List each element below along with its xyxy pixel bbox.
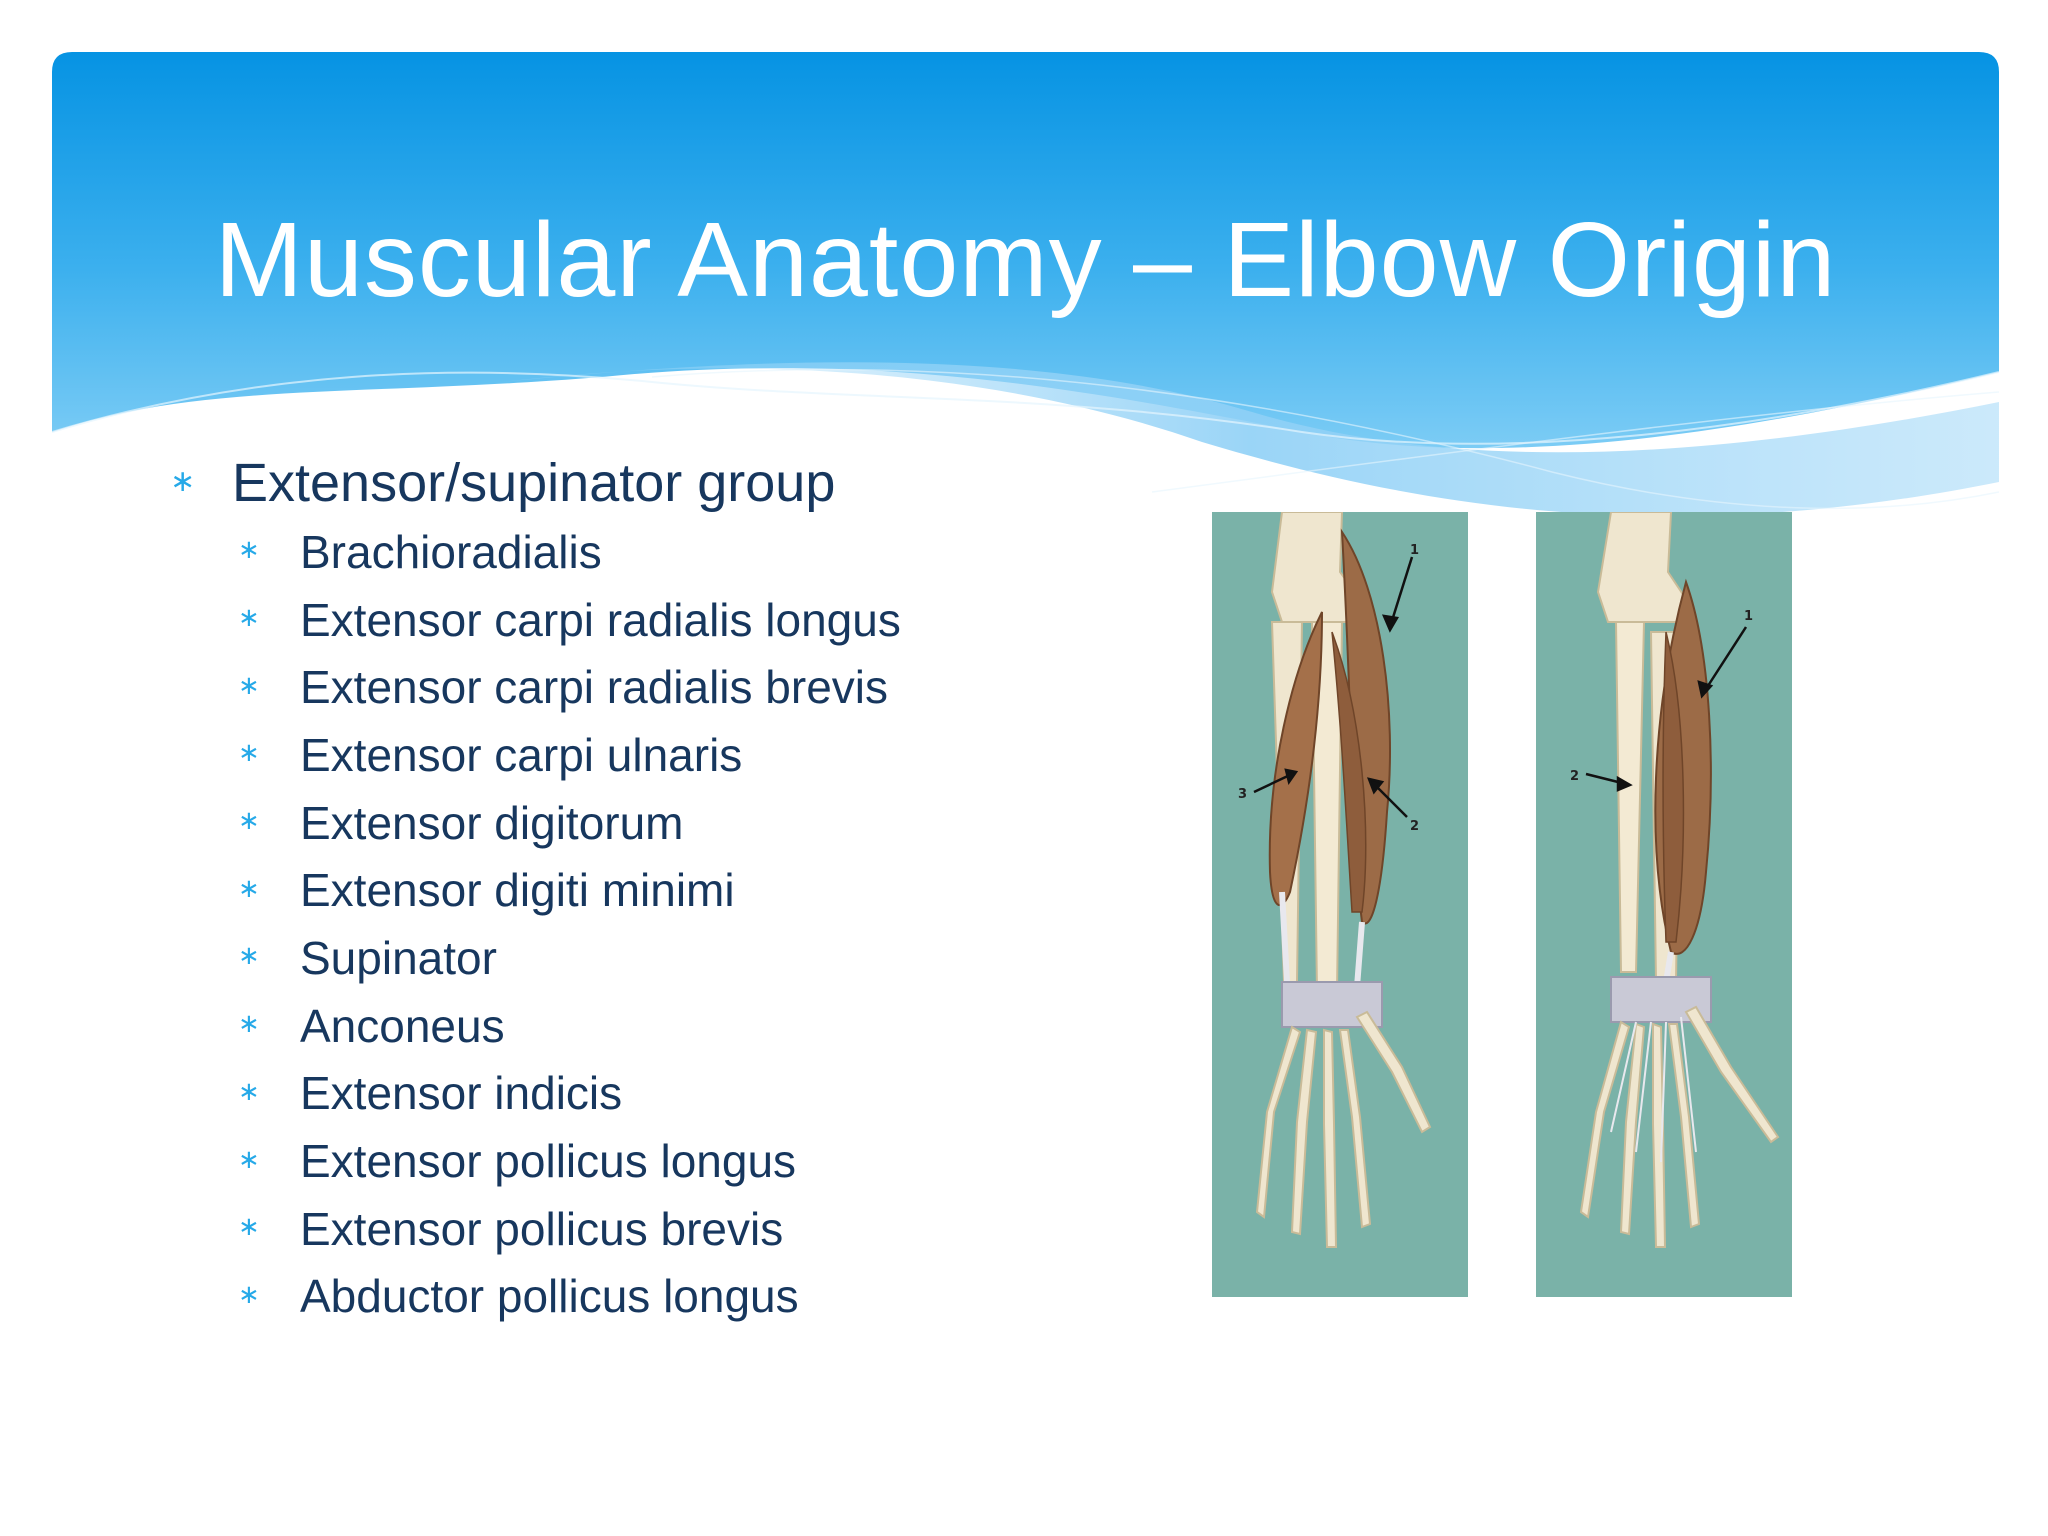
sub-bullet-text: Anconeus bbox=[300, 999, 505, 1052]
figure-label: 3 bbox=[1238, 787, 1247, 802]
sub-bullet-text: Extensor carpi ulnaris bbox=[300, 728, 743, 781]
bullet-icon: ∗ bbox=[238, 1075, 260, 1106]
bullet-icon: ∗ bbox=[238, 534, 260, 565]
bullet-icon: ∗ bbox=[238, 602, 260, 633]
main-bullet-item: ∗ Extensor/supinator group bbox=[170, 448, 1170, 518]
sub-bullet-text: Abductor pollicus longus bbox=[300, 1270, 799, 1323]
main-bullet-text: Extensor/supinator group bbox=[232, 453, 836, 513]
sub-bullet-item: ∗ Extensor carpi radialis longus bbox=[170, 586, 1170, 654]
bullet-list: ∗ Extensor/supinator group ∗ Brachioradia… bbox=[170, 448, 1170, 1330]
bullet-icon: ∗ bbox=[238, 669, 260, 700]
sub-bullet-text: Extensor carpi radialis longus bbox=[300, 593, 901, 646]
bullet-icon: ∗ bbox=[238, 1008, 260, 1039]
bullet-icon: ∗ bbox=[238, 737, 260, 768]
sub-bullet-text: Extensor pollicus longus bbox=[300, 1135, 797, 1188]
bullet-icon: ∗ bbox=[238, 1143, 260, 1174]
bullet-icon: ∗ bbox=[170, 464, 196, 498]
slide-title: Muscular Anatomy – Elbow Origin bbox=[214, 201, 1837, 319]
header-banner bbox=[52, 52, 1999, 572]
sub-bullet-item: ∗ Extensor indicis bbox=[170, 1060, 1170, 1128]
sub-bullet-item: ∗ Abductor pollicus longus bbox=[170, 1263, 1170, 1331]
sub-bullet-item: ∗ Extensor pollicus brevis bbox=[170, 1195, 1170, 1263]
sub-bullet-item: ∗ Extensor carpi ulnaris bbox=[170, 721, 1170, 789]
figure-label: 1 bbox=[1410, 543, 1419, 558]
sub-bullet-text: Extensor digiti minimi bbox=[300, 864, 735, 917]
forearm-figure-right: 1 2 bbox=[1536, 512, 1792, 1297]
sub-bullet-text: Supinator bbox=[300, 931, 497, 984]
figure-label: 2 bbox=[1570, 769, 1579, 784]
bullet-icon: ∗ bbox=[238, 1278, 260, 1309]
figure-label: 2 bbox=[1410, 819, 1419, 834]
bullet-icon: ∗ bbox=[238, 805, 260, 836]
forearm-figure-left: 1 2 3 bbox=[1212, 512, 1468, 1297]
sub-bullet-text: Extensor digitorum bbox=[300, 796, 684, 849]
bullet-icon: ∗ bbox=[238, 940, 260, 971]
sub-bullet-item: ∗ Extensor digitorum bbox=[170, 789, 1170, 857]
sub-bullet-item: ∗ Supinator bbox=[170, 924, 1170, 992]
sub-bullet-text: Extensor carpi radialis brevis bbox=[300, 661, 889, 714]
sub-bullet-item: ∗ Extensor carpi radialis brevis bbox=[170, 653, 1170, 721]
sub-bullet-text: Extensor pollicus brevis bbox=[300, 1202, 784, 1255]
bullet-icon: ∗ bbox=[238, 1211, 260, 1242]
sub-bullet-item: ∗ Brachioradialis bbox=[170, 518, 1170, 586]
sub-bullet-text: Extensor indicis bbox=[300, 1067, 623, 1120]
bullet-icon: ∗ bbox=[238, 872, 260, 903]
sub-bullet-item: ∗ Anconeus bbox=[170, 992, 1170, 1060]
sub-bullet-text: Brachioradialis bbox=[300, 525, 602, 578]
sub-bullet-item: ∗ Extensor digiti minimi bbox=[170, 856, 1170, 924]
figure-label: 1 bbox=[1744, 609, 1753, 624]
sub-bullet-item: ∗ Extensor pollicus longus bbox=[170, 1127, 1170, 1195]
